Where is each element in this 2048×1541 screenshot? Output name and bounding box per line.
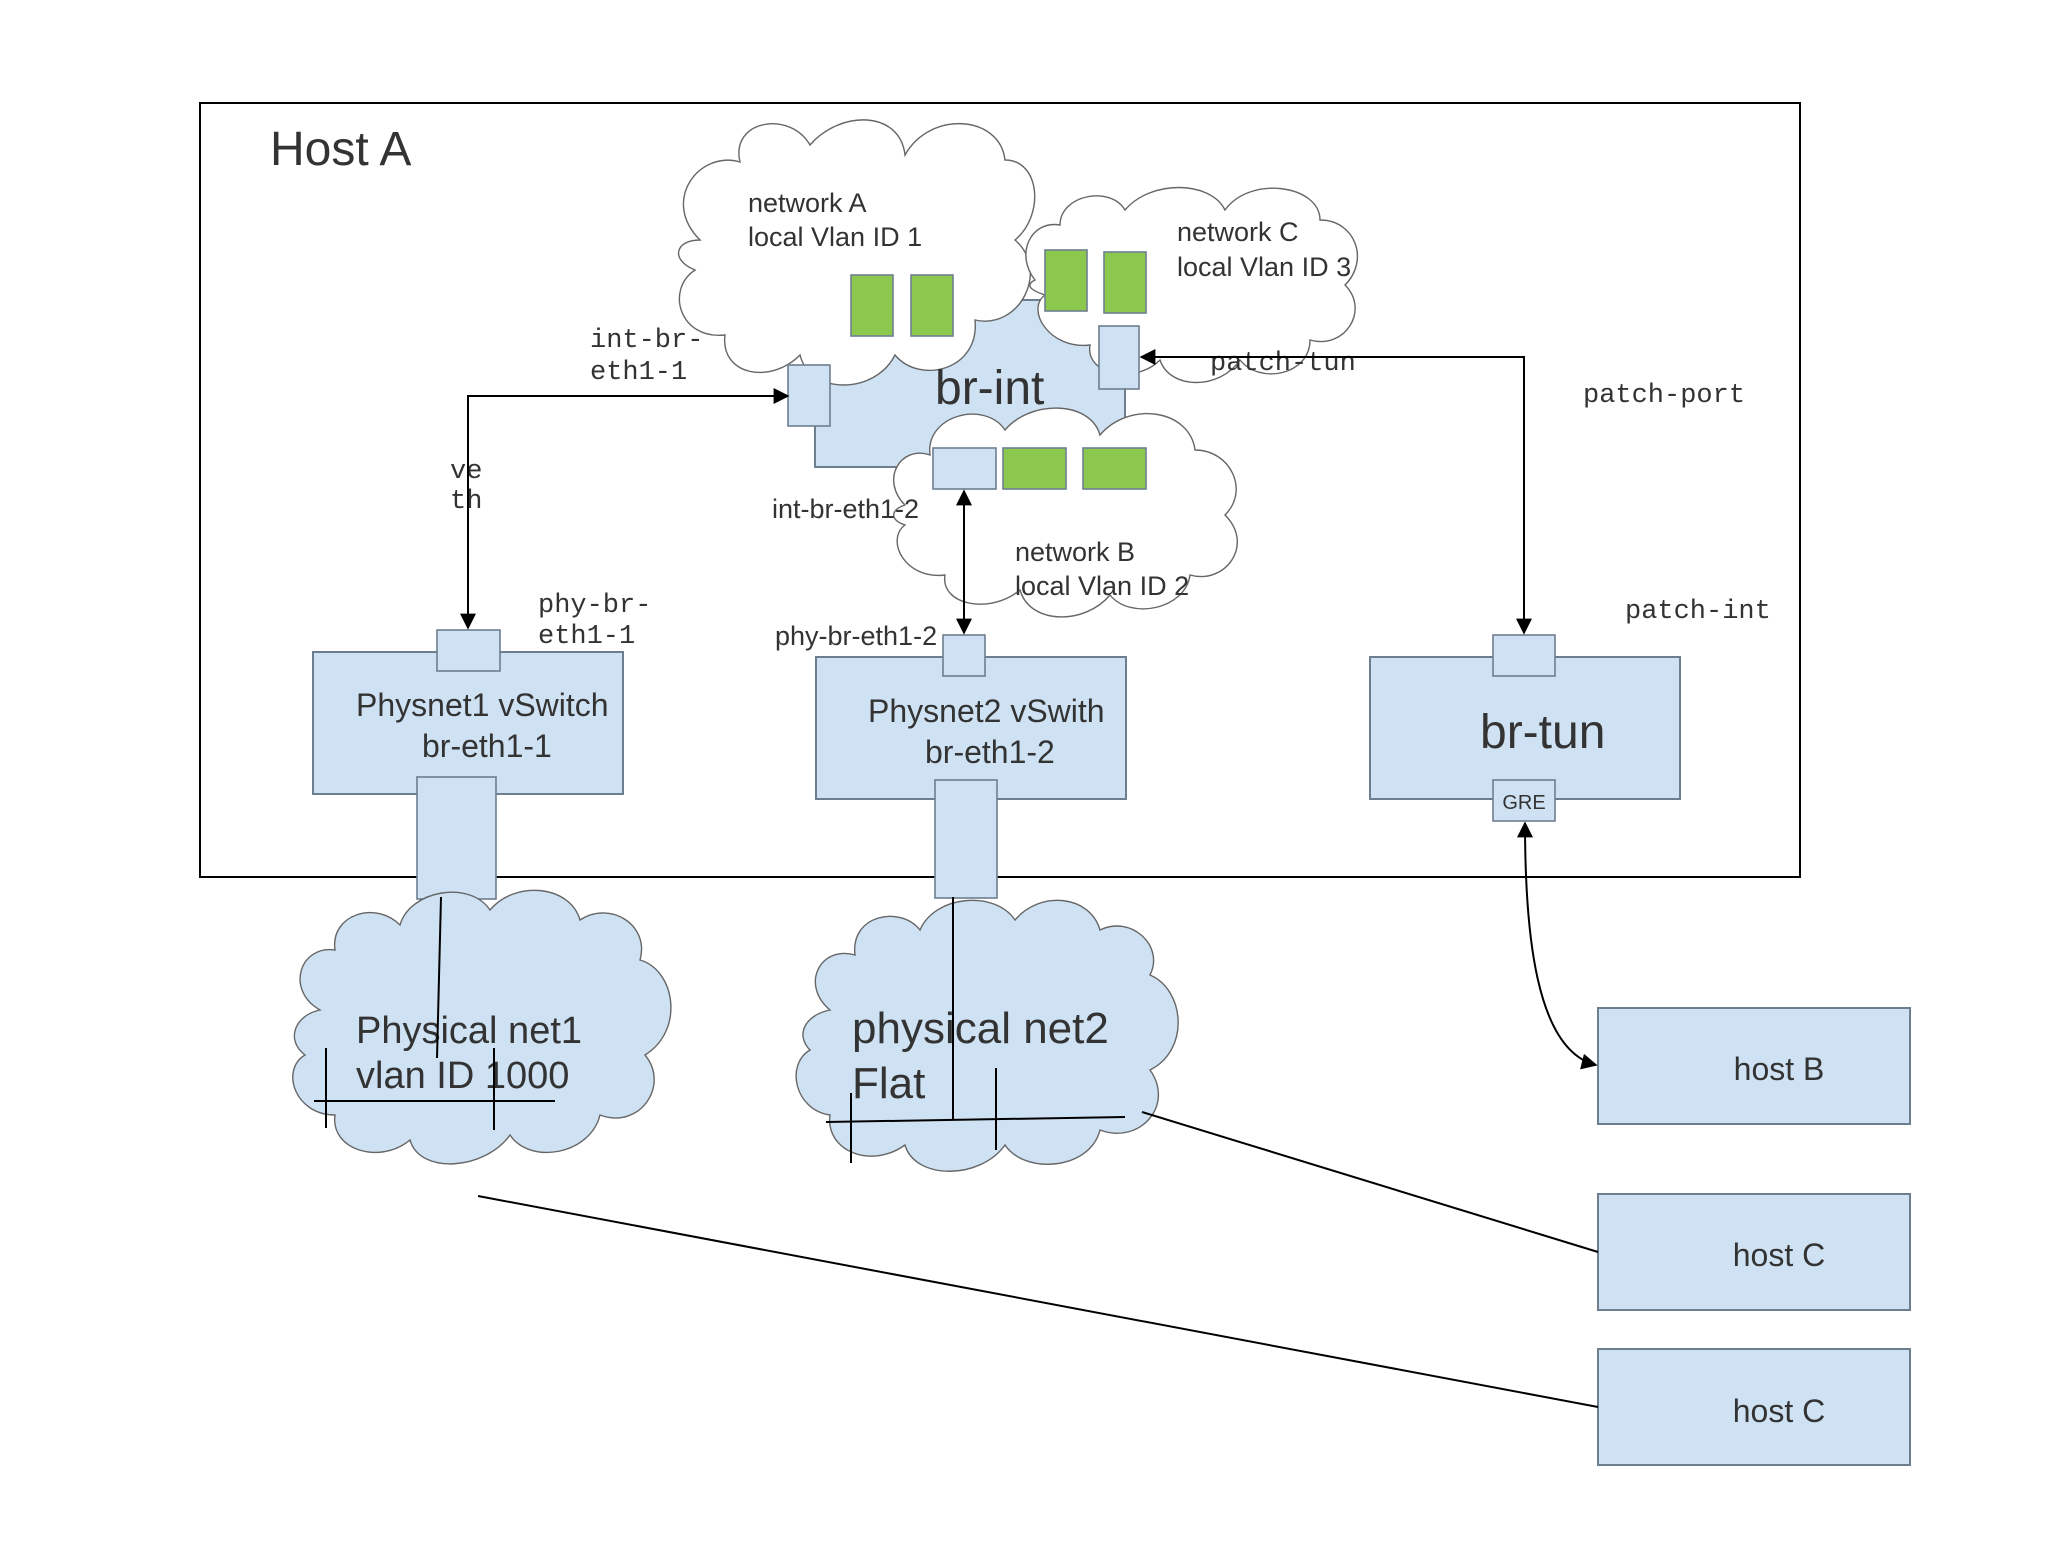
int-br-eth1-1-label-line1: int-br- — [590, 326, 703, 356]
network-b-cloud: network B local Vlan ID 2 — [893, 407, 1238, 618]
host-c-box-1[interactable] — [1597, 1193, 1911, 1311]
host-c-label-1: host C — [1733, 1237, 1825, 1273]
net2-to-host-c-link — [1141, 1111, 1599, 1253]
host-a-frame — [199, 102, 1801, 878]
network-b-vlan-port-1[interactable] — [1002, 447, 1067, 490]
physnet1-line1: Physnet1 vSwitch — [356, 687, 609, 723]
phy-br-eth1-2-port[interactable] — [942, 634, 986, 677]
int-br-eth1-1-label-line2: eth1-1 — [590, 358, 687, 388]
gre-port-label: GRE — [1502, 792, 1545, 814]
network-b-vlan-port-2[interactable] — [1082, 447, 1147, 490]
int-br-eth1-2-port[interactable] — [932, 447, 997, 490]
network-c-line2: local Vlan ID 3 — [1177, 252, 1351, 282]
int-br-eth1-1-port[interactable] — [787, 364, 831, 427]
network-c-vlan-port-1[interactable] — [1044, 249, 1088, 312]
host-list: host B host C host C — [1597, 1007, 1911, 1466]
veth-label-line1: ve — [450, 457, 482, 487]
gre-tunnel-link — [1517, 821, 1598, 1070]
phy-br-eth1-1-label-line2: eth1-1 — [538, 622, 635, 652]
physnet2-line2: br-eth1-2 — [925, 734, 1055, 770]
phy-br-eth1-2-label: phy-br-eth1-2 — [775, 621, 937, 651]
patch-int-label: patch-int — [1625, 597, 1771, 627]
physical-net1-cloud: Physical net1 vlan ID 1000 — [292, 889, 672, 1165]
physical-net1-line1: Physical net1 — [356, 1010, 582, 1052]
patch-tun-port[interactable] — [1098, 325, 1140, 390]
patch-tun-label: patch-tun — [1210, 349, 1356, 379]
host-b-box[interactable] — [1597, 1007, 1911, 1125]
br-tun-box[interactable] — [1369, 656, 1681, 800]
network-c-line1: network C — [1177, 217, 1299, 247]
network-b-line2: local Vlan ID 2 — [1015, 571, 1189, 601]
physical-net1-line2: vlan ID 1000 — [356, 1055, 569, 1097]
physical-net2-line1: physical net2 — [852, 1004, 1109, 1053]
host-a-title: Host A — [270, 123, 411, 176]
physnet2-uplink-port[interactable] — [934, 779, 998, 899]
network-a-line2: local Vlan ID 1 — [748, 222, 922, 252]
network-a-line1: network A — [748, 188, 867, 218]
br-int-label: br-int — [935, 362, 1044, 415]
host-c-box-2[interactable] — [1597, 1348, 1911, 1466]
network-b-line1: network B — [1015, 537, 1135, 567]
network-a-vlan-port-2[interactable] — [910, 274, 954, 337]
physnet1-uplink-line — [436, 896, 442, 1059]
network-c-vlan-port-2[interactable] — [1103, 251, 1147, 314]
physnet2-line1: Physnet2 vSwith — [868, 693, 1105, 729]
physnet1-uplink-port[interactable] — [416, 776, 497, 900]
net1-to-host-c-link — [477, 1195, 1599, 1408]
gre-port[interactable] — [1492, 779, 1556, 822]
network-a-vlan-port-1[interactable] — [850, 274, 894, 337]
physnet2-vswitch-box[interactable] — [815, 656, 1127, 800]
phy-br-eth1-1-port[interactable] — [436, 629, 501, 672]
veth-link — [460, 388, 790, 630]
br-tun-label: br-tun — [1480, 706, 1605, 759]
patch-link — [1139, 349, 1532, 635]
int-br-eth1-2-label: int-br-eth1-2 — [772, 494, 919, 524]
host-c-label-2: host C — [1733, 1393, 1825, 1429]
phy-br-eth1-1-label-line1: phy-br- — [538, 591, 651, 621]
physical-net2-segment — [825, 1116, 1126, 1123]
physnet1-line2: br-eth1-1 — [422, 728, 552, 764]
physical-net2-line2: Flat — [852, 1059, 925, 1108]
physical-net2-cloud: physical net2 Flat — [795, 899, 1179, 1172]
veth-label-line2: th — [450, 487, 482, 517]
host-b-label: host B — [1734, 1051, 1825, 1087]
physnet1-vswitch-box[interactable] — [312, 651, 624, 795]
patch-port-label: patch-port — [1583, 381, 1745, 411]
patch-int-port[interactable] — [1492, 634, 1556, 677]
